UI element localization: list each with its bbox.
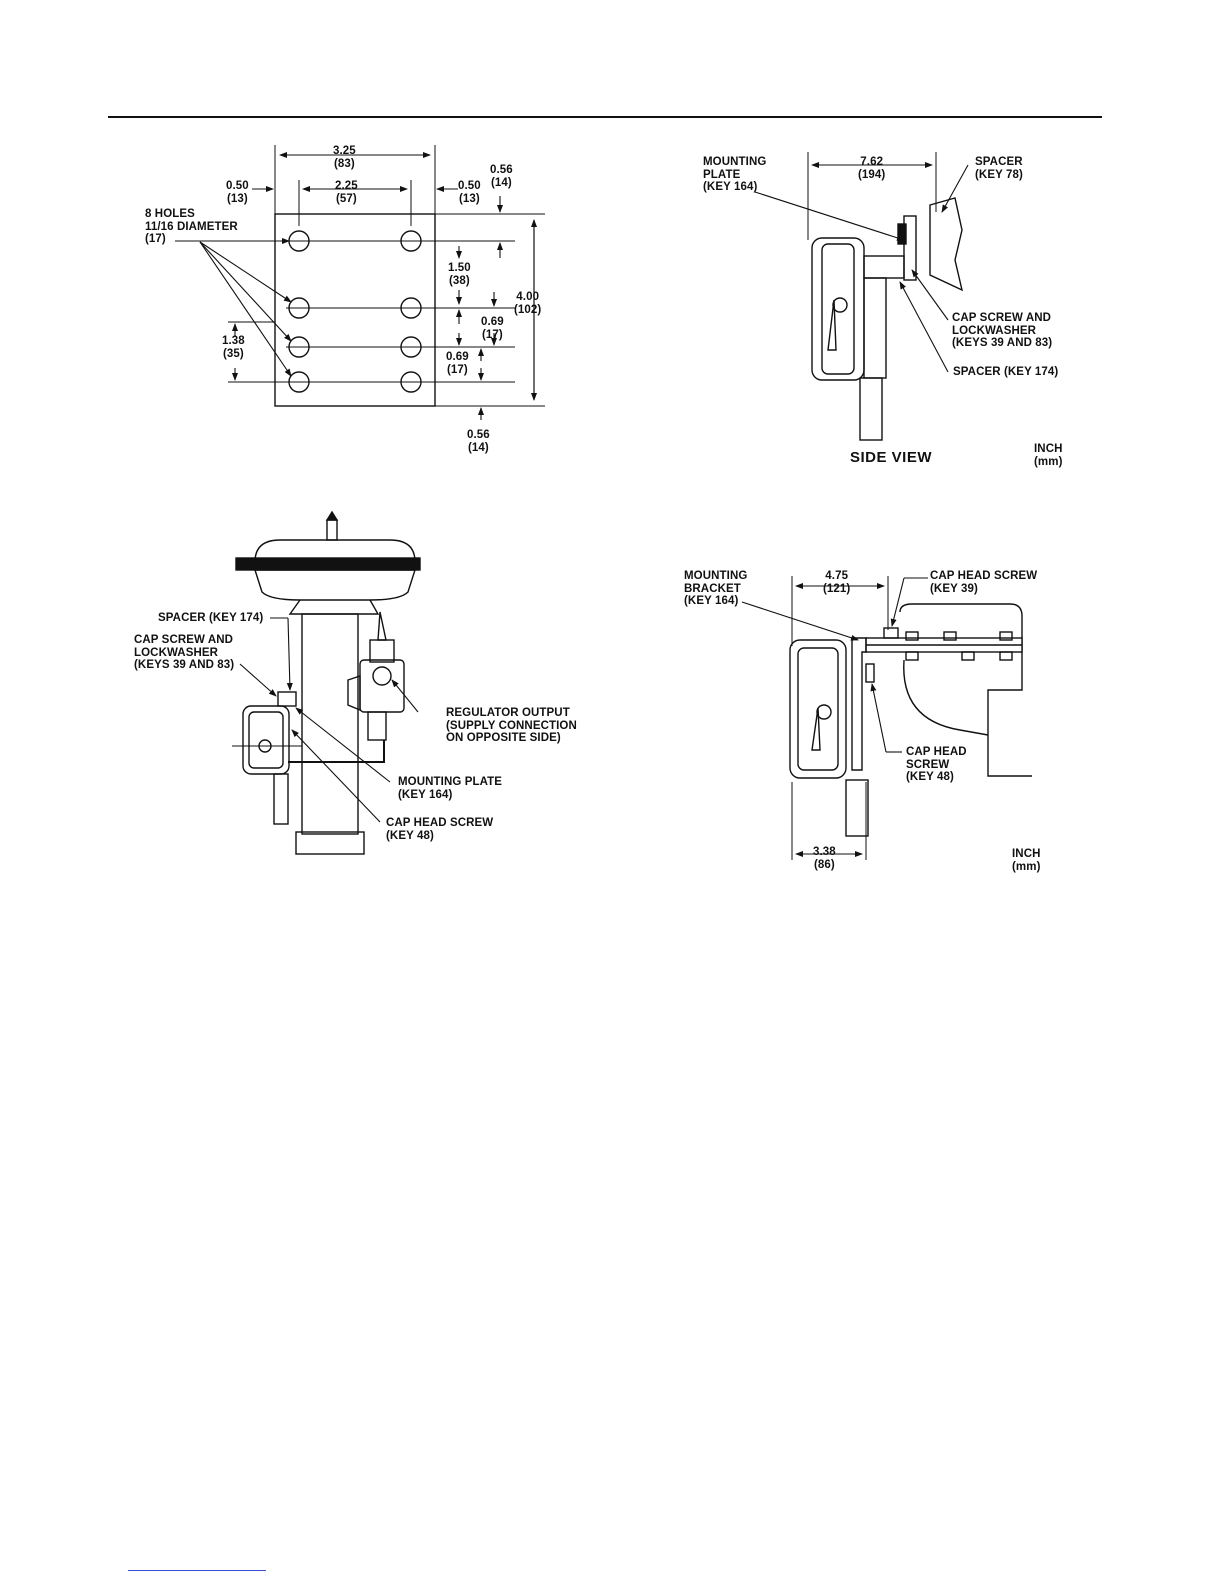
- units-label-lower: INCH (mm): [1012, 848, 1041, 873]
- dim-bottom-margin: 0.56 (14): [467, 429, 490, 454]
- cap-head-screw-key48-callout: CAP HEAD SCREW (KEY 48): [906, 746, 967, 783]
- header-rule: [108, 116, 1102, 118]
- mounting-bracket-callout: MOUNTING BRACKET (KEY 164): [684, 570, 748, 607]
- units-label-upper: INCH (mm): [1034, 443, 1063, 468]
- side-view-title: SIDE VIEW: [850, 449, 933, 466]
- spacer-key-174-callout-2: SPACER (KEY 174): [158, 612, 264, 624]
- dim-hole-spacing-horizontal: 2.25 (57): [335, 180, 358, 205]
- spacer-key-78-callout: SPACER (KEY 78): [975, 156, 1023, 181]
- dim-left-margin: 0.50 (13): [226, 180, 249, 205]
- actuator-casing: [899, 603, 1032, 777]
- gauge-block: [859, 377, 883, 441]
- dim-1-50: 1.50 (38): [448, 262, 471, 287]
- dim-1-38: 1.38 (35): [222, 335, 245, 360]
- gauge-block: [845, 779, 869, 837]
- positioner-case: [242, 705, 290, 775]
- mounting-plate-outline: [274, 213, 436, 407]
- dim-overall-height: 4.00 (102): [514, 291, 542, 316]
- positioner-case: [789, 639, 847, 779]
- mounting-plate-callout: MOUNTING PLATE (KEY 164): [703, 156, 767, 193]
- spacer-key-78: [903, 215, 917, 281]
- dim-3-38: 3.38 (86): [813, 846, 836, 871]
- spacer-key-174-callout: SPACER (KEY 174): [953, 366, 1059, 378]
- dim-right-margin: 0.50 (13): [458, 180, 481, 205]
- actuator-yoke-column: [301, 613, 359, 835]
- cap-screw-callout: CAP SCREW AND LOCKWASHER (KEYS 39 AND 83…: [952, 312, 1053, 349]
- dim-4-75: 4.75 (121): [823, 570, 851, 595]
- spacer-key-174: [277, 691, 297, 707]
- dim-width-overall: 3.25 (83): [333, 145, 356, 170]
- actuator-yoke: [929, 197, 964, 292]
- holes-callout: 8 HOLES 11/16 DIAMETER (17): [145, 208, 238, 245]
- cap-head-screw-callout: CAP HEAD SCREW (KEY 48): [386, 817, 494, 842]
- mounting-bracket: [851, 637, 867, 771]
- dim-0-69-upper: 0.69 (17): [481, 316, 504, 341]
- diaphragm-casing-top: [254, 539, 416, 563]
- regulator-output-callout: REGULATOR OUTPUT (SUPPLY CONNECTION ON O…: [446, 707, 577, 744]
- cap-head-screw-key39-callout: CAP HEAD SCREW (KEY 39): [930, 570, 1038, 595]
- dim-0-69-lower: 0.69 (17): [446, 351, 469, 376]
- footer-mark: [128, 1570, 266, 1571]
- dim-7-62: 7.62 (194): [858, 156, 886, 181]
- dim-top-margin: 0.56 (14): [490, 164, 513, 189]
- cap-screw-callout-2: CAP SCREW AND LOCKWASHER (KEYS 39 AND 83…: [134, 634, 235, 671]
- mounting-plate-callout-2: MOUNTING PLATE (KEY 164): [398, 776, 503, 801]
